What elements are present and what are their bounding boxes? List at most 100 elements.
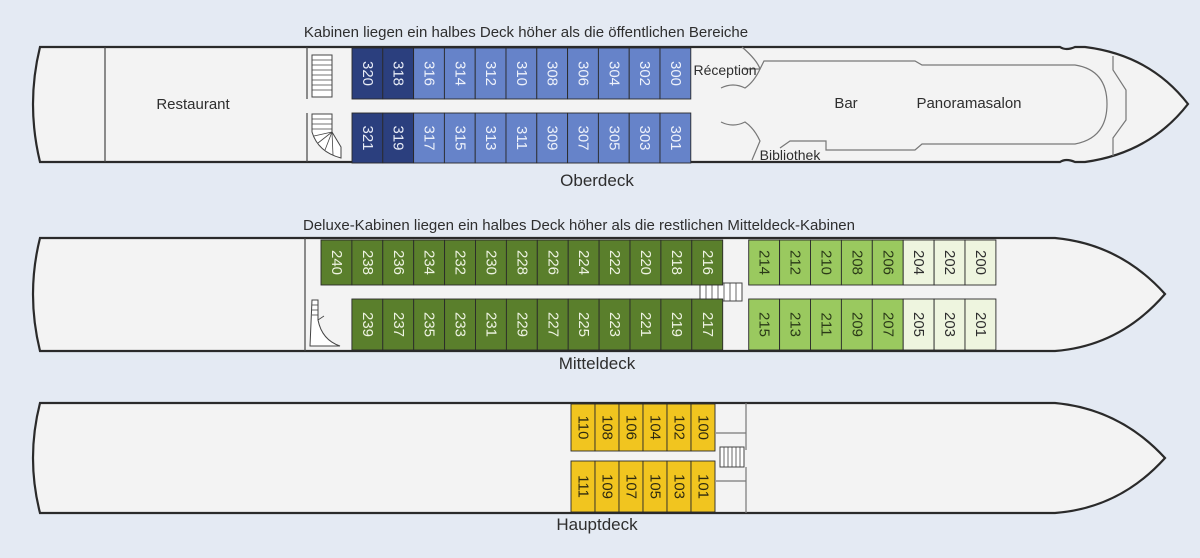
cabin-102[interactable]: 102	[666, 403, 692, 452]
cabin-box	[964, 239, 997, 286]
cabin-231[interactable]: 231	[475, 298, 507, 351]
cabin-110[interactable]: 110	[570, 403, 596, 452]
cabin-238[interactable]: 238	[351, 239, 384, 286]
cabin-320[interactable]: 320	[351, 47, 384, 100]
cabin-232[interactable]: 232	[444, 239, 476, 286]
cabin-number: 222	[606, 250, 623, 275]
cabin-240[interactable]: 240	[320, 239, 353, 286]
cabin-304[interactable]: 304	[597, 47, 630, 100]
cabin-214[interactable]: 214	[748, 239, 781, 286]
cabin-105[interactable]: 105	[642, 460, 668, 513]
cabin-215[interactable]: 215	[748, 298, 781, 351]
cabin-box	[351, 47, 384, 100]
cabin-209[interactable]: 209	[840, 298, 873, 351]
cabin-box	[840, 239, 873, 286]
deck-oberdeck: Kabinen liegen ein halbes Deck höher als…	[31, 24, 1190, 190]
cabin-106[interactable]: 106	[618, 403, 644, 452]
cabin-315[interactable]: 315	[443, 112, 476, 164]
cabin-box	[660, 239, 693, 286]
cabin-219[interactable]: 219	[660, 298, 693, 351]
cabin-233[interactable]: 233	[444, 298, 476, 351]
cabin-308[interactable]: 308	[536, 47, 569, 100]
cabin-number: 221	[637, 312, 654, 337]
cabin-216[interactable]: 216	[691, 239, 724, 286]
cabin-202[interactable]: 202	[933, 239, 966, 286]
cabin-100[interactable]: 100	[690, 403, 716, 452]
cabin-235[interactable]: 235	[413, 298, 446, 351]
cabin-204[interactable]: 204	[902, 239, 935, 286]
cabin-310[interactable]: 310	[505, 47, 538, 100]
cabin-321[interactable]: 321	[351, 112, 384, 164]
cabin-307[interactable]: 307	[567, 112, 599, 164]
cabin-200[interactable]: 200	[964, 239, 997, 286]
cabin-number: 303	[636, 125, 653, 150]
cabin-301[interactable]: 301	[659, 112, 692, 164]
cabin-309[interactable]: 309	[536, 112, 569, 164]
cabin-107[interactable]: 107	[618, 460, 644, 513]
cabin-313[interactable]: 313	[474, 112, 507, 164]
cabin-226[interactable]: 226	[536, 239, 569, 286]
cabin-103[interactable]: 103	[666, 460, 692, 513]
cabin-220[interactable]: 220	[629, 239, 662, 286]
cabin-number: 202	[941, 250, 958, 275]
cabin-box	[690, 403, 716, 452]
cabin-number: 234	[421, 250, 438, 275]
cabin-234[interactable]: 234	[413, 239, 446, 286]
spiral-stairs-icon	[311, 113, 342, 159]
cabin-305[interactable]: 305	[597, 112, 630, 164]
cabin-number: 100	[695, 415, 712, 440]
cabin-101[interactable]: 101	[690, 460, 716, 513]
cabin-230[interactable]: 230	[475, 239, 507, 286]
cabin-319[interactable]: 319	[382, 112, 415, 164]
cabin-217[interactable]: 217	[691, 298, 724, 351]
cabin-box	[628, 47, 661, 100]
cabin-302[interactable]: 302	[628, 47, 661, 100]
cabin-306[interactable]: 306	[567, 47, 599, 100]
cabin-236[interactable]: 236	[382, 239, 415, 286]
cabin-number: 229	[513, 312, 530, 337]
cabin-box	[536, 239, 569, 286]
cabin-212[interactable]: 212	[779, 239, 811, 286]
cabin-206[interactable]: 206	[871, 239, 904, 286]
cabin-number: 239	[359, 312, 376, 337]
cabin-number: 216	[699, 250, 716, 275]
cabin-229[interactable]: 229	[505, 298, 538, 351]
cabin-300[interactable]: 300	[659, 47, 692, 100]
cabin-314[interactable]: 314	[443, 47, 476, 100]
cabin-210[interactable]: 210	[810, 239, 842, 286]
cabin-number: 314	[451, 61, 468, 86]
cabin-104[interactable]: 104	[642, 403, 668, 452]
cabin-201[interactable]: 201	[964, 298, 997, 351]
cabin-225[interactable]: 225	[567, 298, 600, 351]
cabin-number: 300	[667, 61, 684, 86]
cabin-box	[660, 298, 693, 351]
cabin-207[interactable]: 207	[871, 298, 904, 351]
cabin-221[interactable]: 221	[629, 298, 662, 351]
cabin-box	[933, 298, 966, 351]
cabin-111[interactable]: 111	[570, 460, 596, 513]
cabin-205[interactable]: 205	[902, 298, 935, 351]
cabin-211[interactable]: 211	[810, 298, 842, 351]
cabin-number: 210	[817, 250, 834, 275]
cabin-218[interactable]: 218	[660, 239, 693, 286]
cabin-303[interactable]: 303	[628, 112, 661, 164]
cabin-box	[871, 239, 904, 286]
cabin-223[interactable]: 223	[598, 298, 631, 351]
cabin-222[interactable]: 222	[598, 239, 631, 286]
cabin-203[interactable]: 203	[933, 298, 966, 351]
cabin-109[interactable]: 109	[594, 460, 620, 513]
cabin-number: 225	[575, 312, 592, 337]
cabin-227[interactable]: 227	[536, 298, 569, 351]
cabin-239[interactable]: 239	[351, 298, 384, 351]
cabin-237[interactable]: 237	[382, 298, 415, 351]
cabin-312[interactable]: 312	[474, 47, 507, 100]
cabin-228[interactable]: 228	[505, 239, 538, 286]
cabin-317[interactable]: 317	[413, 112, 445, 164]
cabin-316[interactable]: 316	[413, 47, 445, 100]
cabin-208[interactable]: 208	[840, 239, 873, 286]
cabin-213[interactable]: 213	[779, 298, 811, 351]
cabin-318[interactable]: 318	[382, 47, 415, 100]
cabin-108[interactable]: 108	[594, 403, 620, 452]
cabin-311[interactable]: 311	[505, 112, 538, 164]
cabin-224[interactable]: 224	[567, 239, 600, 286]
